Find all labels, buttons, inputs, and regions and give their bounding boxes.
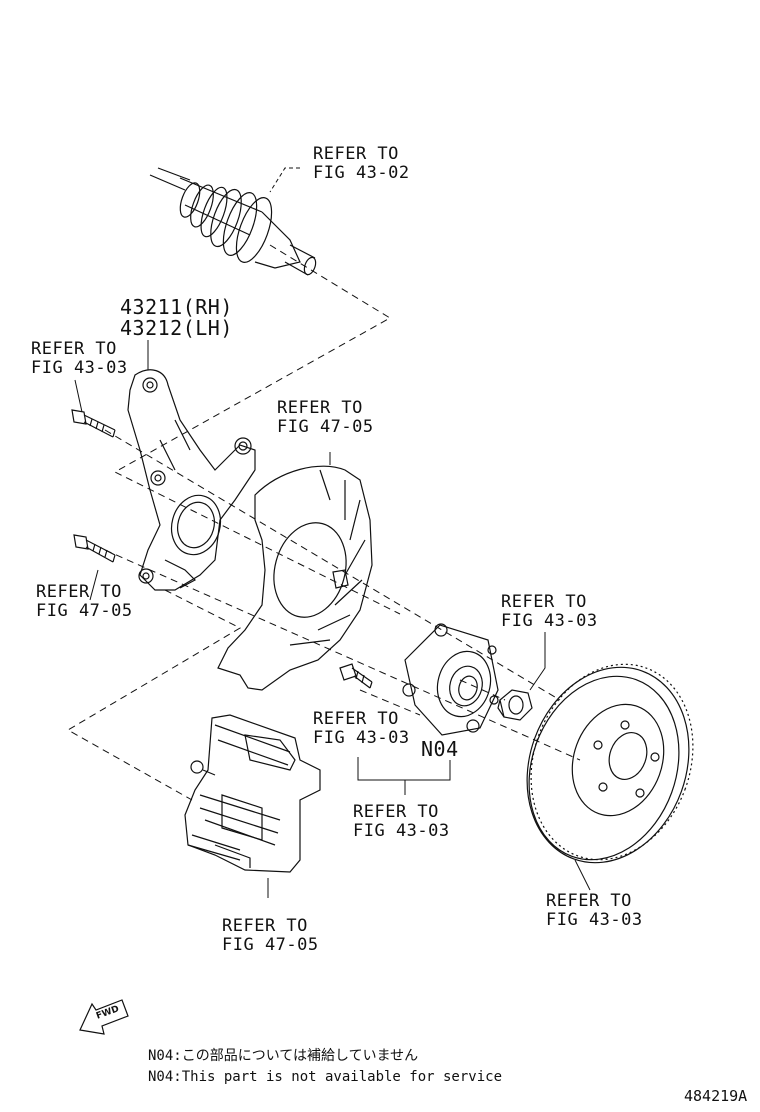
hub-nut [498,690,532,720]
note-japanese: N04:この部品については補給していません [148,1048,419,1064]
knuckle-bolt-lower [74,535,115,562]
label-hub-bolt-line1: REFER TO [313,709,399,729]
diagram-code: 484219A [684,1087,748,1105]
label-drive-shaft-line2: FIG 43-02 [313,163,410,183]
label-caliper-line1: REFER TO [222,916,308,936]
fwd-arrow-icon [80,1000,128,1034]
brake-disc [501,641,720,885]
label-knuckle-bolt-upper-line2: FIG 43-03 [31,358,128,378]
leader-lines [75,168,590,898]
label-dust-shield-line2: FIG 47-05 [277,417,374,437]
label-knuckle-rh: 43211(RH) [120,295,233,319]
label-hub-nut-line2: FIG 43-03 [501,611,598,631]
steering-knuckle [128,370,255,590]
knuckle-bolt-upper [72,410,115,437]
label-knuckle-lh: 43212(LH) [120,316,233,340]
label-hub-assembly-line2: FIG 43-03 [353,821,450,841]
label-drive-shaft-line1: REFER TO [313,144,399,164]
dust-shield [218,466,372,690]
label-caliper-line2: FIG 47-05 [222,935,319,955]
note-english: N04:This part is not available for servi… [148,1069,503,1085]
label-disc-rotor-line1: REFER TO [546,891,632,911]
label-disc-rotor-line2: FIG 43-03 [546,910,643,930]
hub-bolt [340,664,372,688]
label-knuckle-bolt-lower-line1: REFER TO [36,582,122,602]
drive-shaft [150,168,318,276]
label-knuckle-bolt-lower-line2: FIG 47-05 [36,601,133,621]
hub-bearing [403,624,498,735]
label-hub-bearing: N04 [421,737,459,761]
label-hub-bolt-line2: FIG 43-03 [313,728,410,748]
brake-caliper [185,715,320,872]
label-hub-nut-line1: REFER TO [501,592,587,612]
label-hub-assembly-line1: REFER TO [353,802,439,822]
label-knuckle-bolt-upper-line1: REFER TO [31,339,117,359]
label-dust-shield-line1: REFER TO [277,398,363,418]
